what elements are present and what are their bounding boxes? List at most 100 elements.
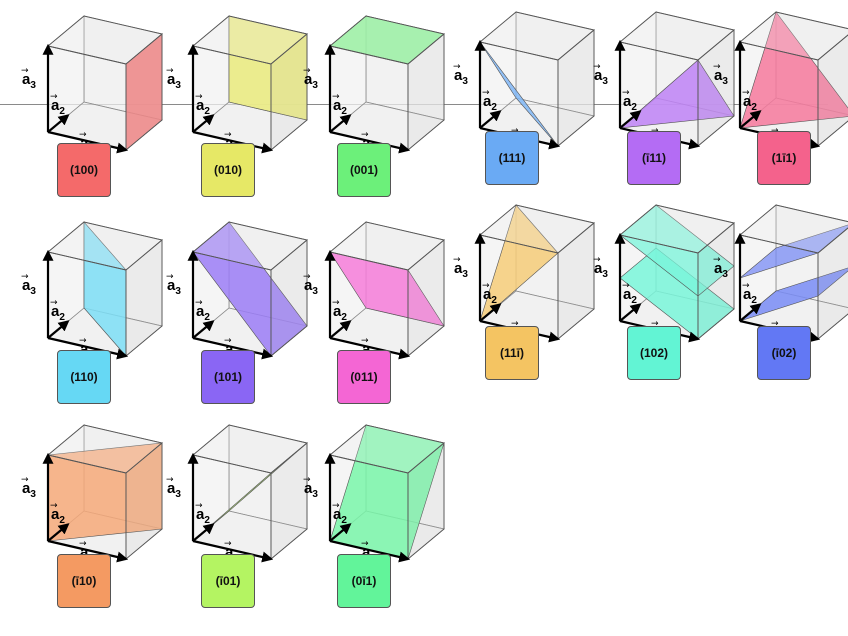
miller-index-label: (ī02) (757, 326, 811, 380)
axis-a1-arrow (47, 539, 129, 563)
axis-vector-arrow-icon: → (195, 298, 203, 308)
axis-vector-arrow-icon: → (593, 62, 601, 72)
axis-vector-arrow-icon: → (303, 272, 311, 282)
axis-label-a3: a3 (167, 480, 181, 500)
cube-p001: a1→a2→a3→(001) (300, 15, 445, 216)
axis-a1-arrow (47, 336, 129, 360)
axis-vector-arrow-icon: → (224, 336, 232, 346)
cube-p1m11: a1→a2→a3→(1ī1) (710, 11, 848, 212)
axis-vector-arrow-icon: → (482, 281, 490, 291)
axis-vector-arrow-icon: → (195, 92, 203, 102)
axis-a2-arrow (329, 320, 352, 339)
axis-vector-arrow-icon: → (21, 66, 29, 76)
cube-p101: a1→a2→a3→(101) (163, 221, 308, 422)
cube-diagram: a1→a2→a3→ (303, 221, 445, 361)
axis-vector-arrow-icon: → (361, 336, 369, 346)
axis-label-a2: a2 (51, 506, 65, 526)
axis-vector-arrow-icon: → (593, 255, 601, 265)
cube-diagram: a1→a2→a3→ (21, 15, 163, 155)
axis-a2-arrow (47, 320, 70, 339)
miller-index-label: (0ī1) (337, 554, 391, 608)
axis-label-a2: a2 (51, 97, 65, 117)
axis-a2-arrow (47, 523, 70, 542)
axis-label-a2: a2 (623, 286, 637, 306)
axis-label-a2: a2 (483, 93, 497, 113)
axis-vector-arrow-icon: → (771, 319, 779, 329)
axis-vector-arrow-icon: → (166, 475, 174, 485)
miller-index-label: (ī10) (57, 554, 111, 608)
axis-a2-arrow (192, 114, 215, 133)
axis-label-a2: a2 (483, 286, 497, 306)
cube-right-face (407, 33, 445, 151)
axis-vector-arrow-icon: → (453, 255, 461, 265)
axis-vector-arrow-icon: → (224, 539, 232, 549)
cube-right-face (270, 239, 308, 357)
axis-a1-arrow (329, 336, 411, 360)
cube-right-face (270, 33, 308, 151)
axis-label-a2: a2 (743, 286, 757, 306)
plane-pm111 (619, 59, 735, 129)
axis-label-a3: a3 (22, 480, 36, 500)
axis-vector-arrow-icon: → (303, 475, 311, 485)
axis-vector-arrow-icon: → (742, 88, 750, 98)
axis-vector-arrow-icon: → (713, 255, 721, 265)
axis-label-a3: a3 (22, 277, 36, 297)
miller-index-label: (11ī) (485, 326, 539, 380)
axis-vector-arrow-icon: → (742, 281, 750, 291)
miller-index-label: (ī11) (627, 131, 681, 185)
axis-vector-arrow-icon: → (361, 539, 369, 549)
cube-diagram: a1→a2→a3→ (713, 204, 848, 344)
cube-p110: a1→a2→a3→(110) (18, 221, 163, 422)
cube-diagram: a1→a2→a3→ (303, 15, 445, 155)
axis-vector-arrow-icon: → (361, 130, 369, 140)
axis-a2-arrow (192, 320, 215, 339)
cube-right-face (407, 442, 445, 560)
miller-index-label: (111) (485, 131, 539, 185)
cube-diagram: a1→a2→a3→ (166, 424, 308, 564)
axis-vector-arrow-icon: → (482, 88, 490, 98)
axis-a2-arrow (739, 303, 762, 322)
cube-diagram: a1→a2→a3→ (303, 424, 445, 564)
axis-vector-arrow-icon: → (166, 272, 174, 282)
cube-p11m1: a1→a2→a3→(11ī) (450, 204, 595, 405)
axis-label-a3: a3 (714, 260, 728, 280)
axis-vector-arrow-icon: → (651, 319, 659, 329)
plane-p111 (479, 41, 559, 147)
cube-p0m11: a1→a2→a3→(0ī1) (300, 424, 445, 625)
axis-a2-arrow (479, 303, 502, 322)
cube-right-face (125, 239, 163, 357)
cube-p100: a1→a2→a3→(100) (18, 15, 163, 216)
axis-label-a2: a2 (51, 303, 65, 323)
cube-diagram: a1→a2→a3→ (713, 11, 848, 151)
cube-right-face (270, 442, 308, 560)
cube-right-face (697, 222, 735, 340)
axis-a1-arrow (192, 539, 274, 563)
axis-a2-arrow (329, 523, 352, 542)
axis-label-a3: a3 (594, 67, 608, 87)
axis-vector-arrow-icon: → (332, 92, 340, 102)
axis-label-a3: a3 (167, 71, 181, 91)
axis-vector-arrow-icon: → (50, 298, 58, 308)
cube-right-face (817, 34, 848, 147)
axis-label-a2: a2 (196, 303, 210, 323)
axis-vector-arrow-icon: → (50, 501, 58, 511)
plane-p1m11 (739, 11, 848, 129)
axis-label-a2: a2 (333, 506, 347, 526)
miller-index-label: (100) (57, 143, 111, 197)
cube-p111: a1→a2→a3→(111) (450, 11, 595, 212)
axis-label-a3: a3 (167, 277, 181, 297)
axis-vector-arrow-icon: → (332, 298, 340, 308)
axis-vector-arrow-icon: → (224, 130, 232, 140)
axis-label-a2: a2 (333, 97, 347, 117)
cube-diagram: a1→a2→a3→ (166, 221, 308, 361)
cube-p011: a1→a2→a3→(011) (300, 221, 445, 422)
plane-pm102-second (739, 224, 848, 279)
cube-right-face (817, 227, 848, 340)
axis-vector-arrow-icon: → (332, 501, 340, 511)
cube-right-face (407, 239, 445, 357)
axis-a2-arrow (479, 110, 502, 129)
miller-index-label: (110) (57, 350, 111, 404)
cube-diagram: a1→a2→a3→ (593, 11, 735, 151)
cube-pm101: a1→a2→a3→(ī01) (163, 424, 308, 625)
miller-index-label: (102) (627, 326, 681, 380)
